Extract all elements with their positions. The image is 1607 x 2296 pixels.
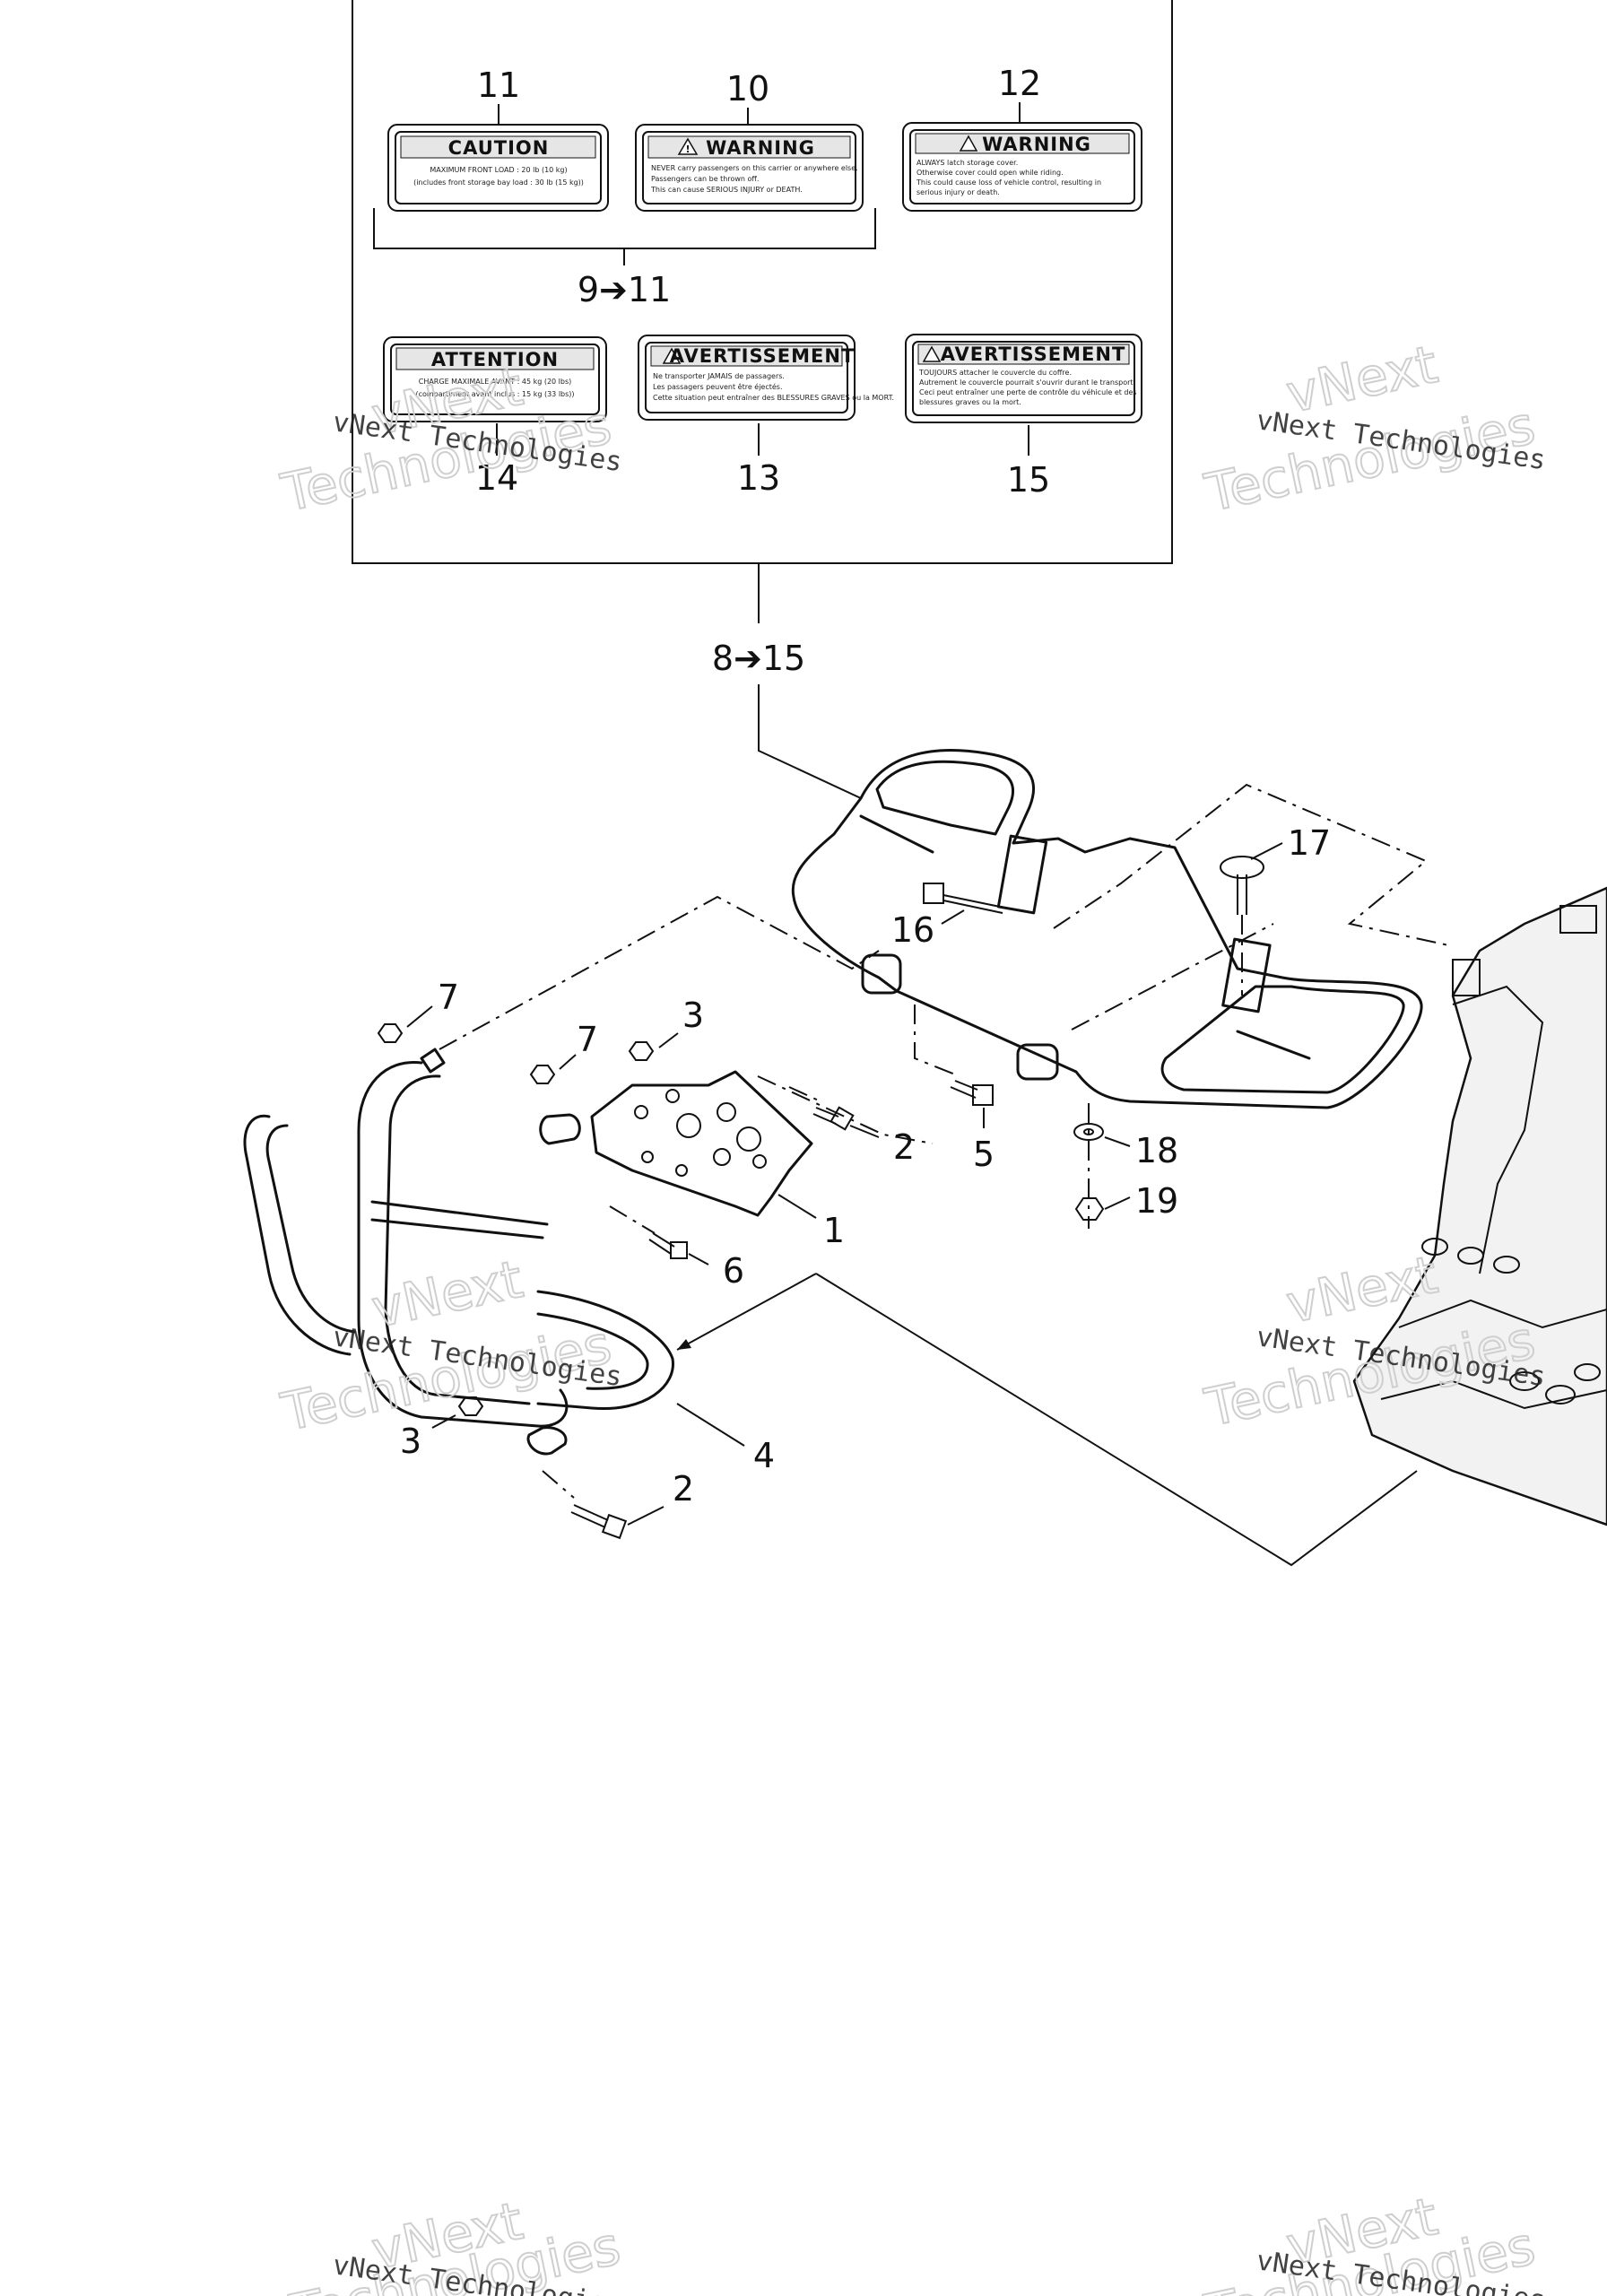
callout-1: 1 bbox=[823, 1211, 845, 1250]
decal-13-line-2: Les passagers peuvent être éjectés. bbox=[653, 382, 783, 391]
range-label-9-11: 9➔11 bbox=[578, 270, 671, 309]
bolt-17: 17 bbox=[1220, 823, 1331, 996]
decal-14-ref: 14 bbox=[475, 458, 518, 498]
decal-15-line-2: Autrement le couvercle pourrait s'ouvrir… bbox=[919, 378, 1135, 387]
callout-3b: 3 bbox=[400, 1422, 421, 1461]
bolt-5: 5 bbox=[914, 1004, 995, 1174]
decal-11-title: CAUTION bbox=[448, 137, 550, 159]
decal-10-line-1: NEVER carry passengers on this carrier o… bbox=[651, 164, 858, 172]
decal-12-line-3: This could cause loss of vehicle control… bbox=[916, 178, 1101, 187]
decal-11-line-1: MAXIMUM FRONT LOAD : 20 lb (10 kg) bbox=[430, 166, 567, 174]
bolt-2-lower: 2 bbox=[542, 1469, 694, 1540]
decal-10: 10 ! WARNING NEVER carry passengers on t… bbox=[635, 69, 864, 212]
nut-19: 19 bbox=[1074, 1103, 1178, 1229]
nut-3-lower: 3 bbox=[400, 1396, 484, 1461]
callout-7a: 7 bbox=[438, 978, 459, 1017]
nut-7-mid: 7 bbox=[529, 1020, 598, 1084]
decal-10-ref: 10 bbox=[726, 69, 769, 109]
decal-12: 12 WARNING ALWAYS latch storage cover. O… bbox=[902, 64, 1142, 212]
decal-12-line-1: ALWAYS latch storage cover. bbox=[916, 159, 1018, 167]
callout-4: 4 bbox=[753, 1436, 775, 1475]
callout-16: 16 bbox=[891, 910, 934, 950]
svg-text:!: ! bbox=[685, 144, 690, 155]
bolt-16: 16 bbox=[891, 883, 1005, 950]
decal-15: AVERTISSEMENT TOUJOURS attacher le couve… bbox=[905, 334, 1142, 500]
decal-13-line-3: Cette situation peut entraîner des BLESS… bbox=[653, 394, 894, 402]
bolt-2-upper: 2 bbox=[788, 1086, 915, 1167]
decal-15-line-1: TOUJOURS attacher le couvercle du coffre… bbox=[918, 369, 1072, 377]
decal-15-title: AVERTISSEMENT bbox=[941, 344, 1126, 365]
callout-5: 5 bbox=[973, 1135, 995, 1174]
front-rack bbox=[791, 749, 1423, 1109]
washer-18: 18 bbox=[1073, 1123, 1178, 1170]
decal-12-line-4: serious injury or death. bbox=[916, 188, 1000, 196]
callout-6: 6 bbox=[723, 1251, 744, 1291]
bolt-6: 6 bbox=[609, 1205, 744, 1291]
callout-17: 17 bbox=[1288, 823, 1331, 863]
decal-11: 11 CAUTION MAXIMUM FRONT LOAD : 20 lb (1… bbox=[387, 65, 609, 212]
callout-18: 18 bbox=[1135, 1131, 1178, 1170]
callout-3a: 3 bbox=[682, 996, 704, 1035]
decal-14-line-1: CHARGE MAXIMALE AVANT : 45 kg (20 lbs) bbox=[419, 378, 572, 386]
watermark: vNext Technologies vNext Technologies vN… bbox=[275, 333, 1548, 2296]
decal-group-box: 9➔11 8➔15 bbox=[352, 0, 1173, 799]
decal-13-line-1: Ne transporter JAMAIS de passagers. bbox=[653, 372, 785, 380]
decal-13-ref: 13 bbox=[737, 458, 780, 498]
decal-10-line-2: Passengers can be thrown off. bbox=[651, 175, 759, 183]
nut-7-left: 7 bbox=[377, 978, 459, 1043]
bumper-4: 4 bbox=[243, 1048, 775, 1475]
decal-14-title: ATTENTION bbox=[431, 349, 559, 370]
decal-11-line-2: (includes front storage bay load : 30 lb… bbox=[413, 178, 584, 187]
decal-12-ref: 12 bbox=[998, 64, 1041, 103]
decal-14: ATTENTION CHARGE MAXIMALE AVANT : 45 kg … bbox=[383, 336, 607, 498]
decal-14-line-2: (compartiment avant inclus : 15 kg (33 l… bbox=[415, 390, 574, 398]
svg-text:vNext: vNext bbox=[367, 1248, 528, 1340]
decal-12-line-2: Otherwise cover could open while riding. bbox=[916, 169, 1064, 177]
range-label-8-15: 8➔15 bbox=[712, 639, 805, 678]
decal-12-title: WARNING bbox=[982, 134, 1091, 155]
callout-19: 19 bbox=[1135, 1181, 1178, 1221]
vehicle-frame bbox=[1352, 886, 1607, 1526]
decal-13-title: AVERTISSEMENT bbox=[670, 345, 856, 367]
decal-10-line-3: This can cause SERIOUS INJURY or DEATH. bbox=[650, 186, 803, 194]
callout-2a: 2 bbox=[893, 1127, 915, 1167]
decal-13: AVERTISSEMENT Ne transporter JAMAIS de p… bbox=[638, 335, 894, 498]
decal-11-ref: 11 bbox=[477, 65, 520, 105]
decal-15-line-4: blessures graves ou la mort. bbox=[919, 398, 1021, 406]
nut-3-upper: 3 bbox=[628, 996, 704, 1061]
decal-10-title: WARNING bbox=[706, 137, 815, 159]
callout-2b: 2 bbox=[673, 1469, 694, 1509]
decal-15-line-3: Ceci peut entraîner une perte de contrôl… bbox=[919, 387, 1137, 396]
winch-plate-1: 1 bbox=[590, 1070, 845, 1250]
decal-15-ref: 15 bbox=[1007, 460, 1050, 500]
callout-7b: 7 bbox=[577, 1020, 598, 1059]
